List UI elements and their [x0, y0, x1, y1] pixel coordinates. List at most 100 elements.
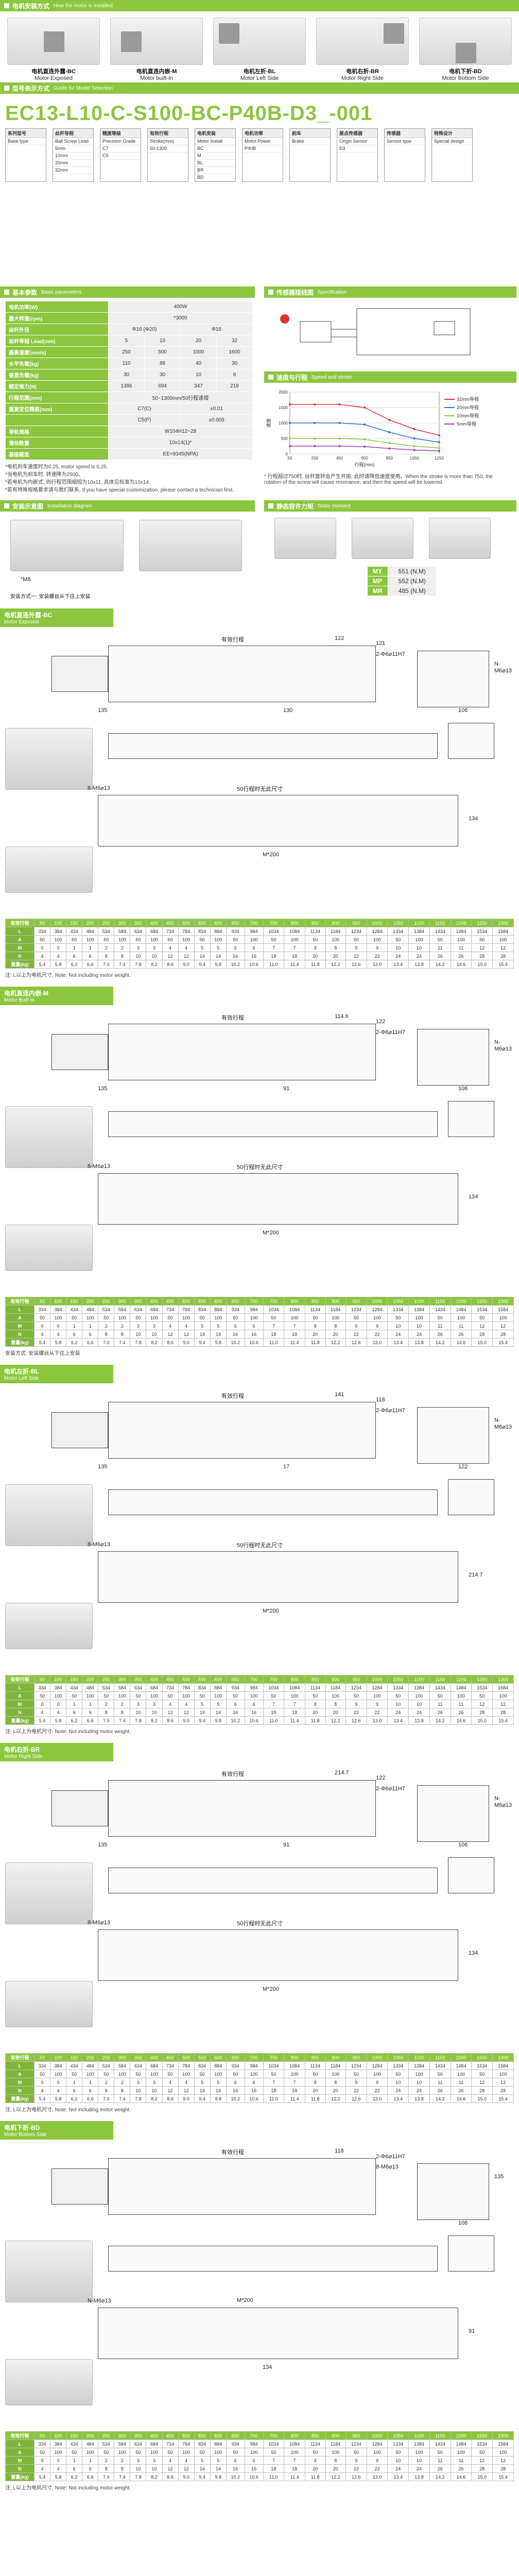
dim-cell: 50 [471, 1313, 493, 1322]
dim-cell: 0 [50, 2456, 67, 2465]
dim-cell: N [5, 2464, 34, 2473]
dim-cell: 100 [244, 1691, 264, 1700]
dim-cell: 24 [387, 2464, 409, 2473]
spec-value: EE=9345(NPA) [108, 448, 253, 460]
dim-cell: 100 [284, 935, 306, 944]
dim-cell: 1334 [387, 1305, 409, 1314]
dim-cell: 9.8 [210, 1338, 227, 1347]
square-icon [4, 290, 9, 295]
dimension-label: 8-M6⌀13 [88, 1541, 110, 1548]
dim-cell: 1284 [366, 1683, 388, 1692]
dim-cell: 7 [284, 2456, 306, 2465]
data-point [364, 445, 366, 448]
dim-cell: 50 [305, 935, 326, 944]
dim-cell: 10 [408, 2456, 430, 2465]
dimension-label: 122 [335, 635, 344, 641]
dim-cell: M [5, 1700, 34, 1708]
mount-en: Motor Bottom Side [442, 75, 489, 81]
front-view-box [417, 1029, 489, 1086]
dim-cell: 16 [226, 1708, 245, 1717]
dim-cell: 1434 [429, 1305, 451, 1314]
dim-cell: 250 [98, 919, 115, 927]
dim-cell: 100 [210, 2070, 227, 2078]
bottom-view-rail [98, 1551, 458, 1603]
dim-cell: 850 [305, 1297, 326, 1306]
dim-cell: 1250 [471, 2053, 493, 2062]
dim-cell: 300 [114, 2431, 131, 2440]
dim-cell: 100 [146, 935, 163, 944]
dim-cell: 484 [82, 1305, 99, 1314]
dim-cell: 7.8 [130, 2472, 147, 2481]
dim-cell: 150 [66, 1675, 83, 1684]
dimension-label: 214.7 [469, 1572, 483, 1578]
dim-cell: 3 [146, 1700, 163, 1708]
side-view-rail [108, 733, 438, 759]
sensor-title-cn: 传感器接线图 [276, 289, 314, 296]
dim-cell: 5 [210, 1700, 227, 1708]
dim-cell: 14.6 [450, 1338, 472, 1347]
dim-cell: 8.6 [162, 1338, 179, 1347]
product-photo [5, 1981, 93, 2027]
dim-cell: 8.6 [162, 2094, 179, 2103]
dim-cell: 8 [114, 952, 131, 960]
code-box-head: 原点传感器 [337, 129, 377, 138]
dim-cell: 1184 [325, 1683, 346, 1692]
dim-cell: 10.2 [226, 1338, 245, 1347]
dimension-label: 8-M6⌀13 [88, 785, 110, 791]
dim-cell: 12 [471, 1321, 493, 1330]
dim-cell: 534 [98, 1683, 115, 1692]
dim-cell: 1534 [471, 1683, 493, 1692]
sensor-title-bar: 传感器接线图 Specification [264, 286, 516, 298]
dim-cell: 934 [226, 2061, 245, 2070]
dim-cell: 684 [146, 2439, 163, 2448]
dimension-label: 2-Φ6⌀11H7 [376, 2154, 405, 2160]
dim-cell: 100 [114, 1313, 131, 1322]
dim-cell: 12 [178, 952, 195, 960]
dim-cell: 12 [492, 943, 514, 952]
dim-cell: 8.6 [162, 1716, 179, 1725]
dim-cell: 100 [325, 2448, 346, 2456]
dim-cell: 1150 [429, 2053, 451, 2062]
data-point [289, 422, 291, 424]
dim-cell: 734 [162, 927, 179, 936]
dim-cell: 24 [387, 952, 409, 960]
dim-cell: 100 [366, 935, 388, 944]
dim-cell: 1234 [345, 1305, 367, 1314]
dim-cell: 4 [33, 2464, 51, 2473]
dim-cell: 28 [471, 2086, 493, 2095]
dim-cell: 12 [178, 1708, 195, 1717]
code-box-row: C5 [100, 152, 141, 160]
dim-cell: 50 [429, 1691, 451, 1700]
spec-key: 基座截面 [5, 448, 109, 460]
dim-cell: 100 [178, 1691, 195, 1700]
mount-en: Motor Exposed [34, 75, 73, 81]
dim-cell: 1234 [345, 1683, 367, 1692]
dim-cell: 11.0 [263, 2094, 285, 2103]
dim-cell: 950 [345, 1675, 367, 1684]
spec-value: 10 [180, 369, 217, 381]
dim-cell: 13.0 [366, 2094, 388, 2103]
dim-cell: 100 [178, 1313, 195, 1322]
dim-cell: 15.4 [492, 2094, 514, 2103]
dim-cell: 6.2 [66, 2472, 83, 2481]
dim-cell: 50 [33, 1691, 51, 1700]
dim-cell: 14.2 [429, 1716, 451, 1725]
dim-cell: 1084 [284, 927, 306, 936]
dim-cell: 8 [305, 2456, 326, 2465]
dimension-label: 91 [283, 1842, 290, 1848]
motor-outline [51, 656, 108, 692]
install-block: 安装示意图 Installation diagram *M8 安装方式一: 安装… [0, 500, 255, 602]
dim-cell: 8.6 [162, 2472, 179, 2481]
